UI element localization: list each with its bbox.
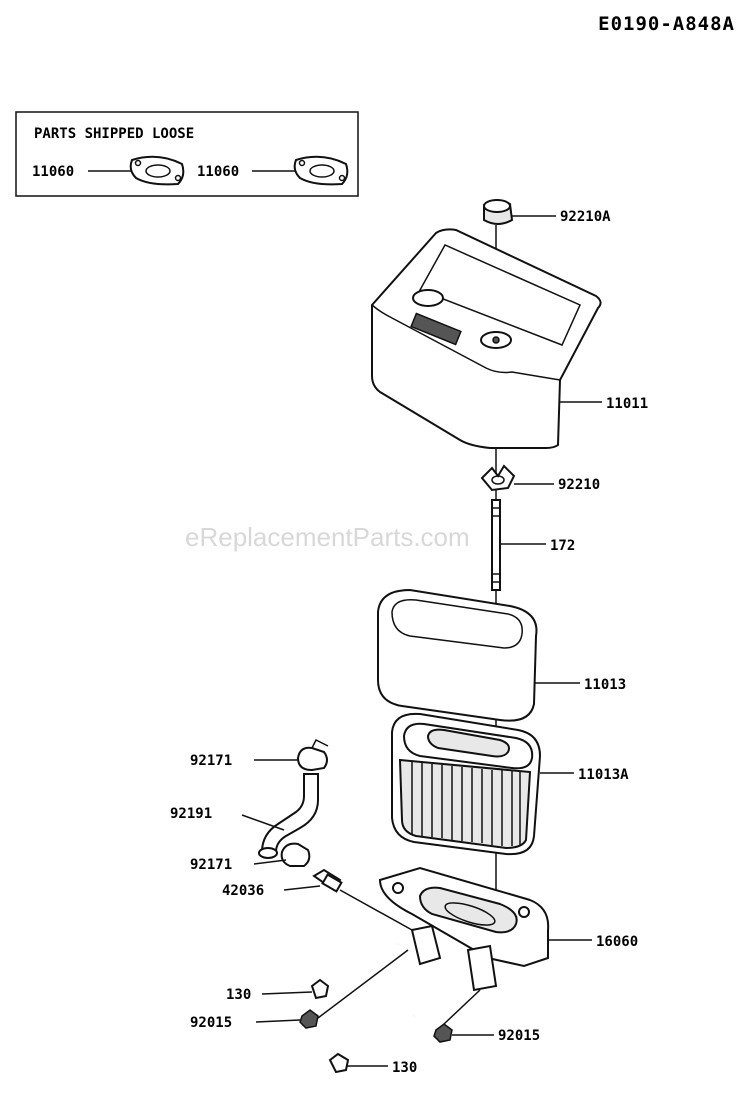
callout-nut-left: 92015 bbox=[190, 1015, 232, 1031]
fitting-part bbox=[283, 868, 413, 931]
stud-part bbox=[491, 499, 546, 591]
callout-stud: 172 bbox=[550, 538, 575, 554]
loose-item-label-1: 11060 bbox=[32, 164, 74, 180]
wing-nut-part bbox=[480, 464, 554, 492]
callout-bolt-upper: 130 bbox=[226, 987, 251, 1003]
bolt-lower-part bbox=[328, 1014, 415, 1074]
diagram-code: E0190-A848A bbox=[598, 13, 735, 35]
loose-item-label-2: 11060 bbox=[197, 164, 239, 180]
bolt-upper-part bbox=[261, 942, 399, 1000]
air-cleaner-base-part bbox=[378, 866, 592, 992]
callout-filter: 11013A bbox=[578, 767, 629, 783]
parts-shipped-loose-box: PARTS SHIPPED LOOSE 11060 11060 bbox=[15, 111, 359, 197]
callout-wingnut: 92210 bbox=[558, 477, 600, 493]
callout-nut-right: 92015 bbox=[498, 1028, 540, 1044]
callout-bolt-lower: 130 bbox=[392, 1060, 417, 1076]
breather-hose-part bbox=[241, 773, 319, 853]
pre-filter-part bbox=[377, 588, 580, 722]
callout-prefilter: 11013 bbox=[584, 677, 626, 693]
nut-left-part bbox=[255, 949, 409, 1029]
air-cleaner-cover-part bbox=[371, 228, 602, 449]
callout-clamp-bottom: 92171 bbox=[190, 857, 232, 873]
cap-knob-part bbox=[483, 199, 556, 225]
gasket-icon bbox=[129, 155, 185, 186]
gasket-icon bbox=[293, 155, 349, 186]
callout-cap: 92210A bbox=[560, 209, 611, 225]
clamp-top-part bbox=[254, 738, 329, 772]
callout-fitting: 42036 bbox=[222, 883, 264, 899]
watermark: eReplacementParts.com bbox=[185, 522, 470, 552]
loose-box-title: PARTS SHIPPED LOOSE bbox=[34, 126, 194, 142]
callout-hose: 92191 bbox=[170, 806, 212, 822]
clamp-bottom-part bbox=[253, 842, 311, 867]
callout-cover: 11011 bbox=[606, 396, 648, 412]
nut-right-part bbox=[433, 989, 494, 1043]
callout-clamp-top: 92171 bbox=[190, 753, 232, 769]
filter-element-part bbox=[391, 712, 574, 856]
callout-base: 16060 bbox=[596, 934, 638, 950]
